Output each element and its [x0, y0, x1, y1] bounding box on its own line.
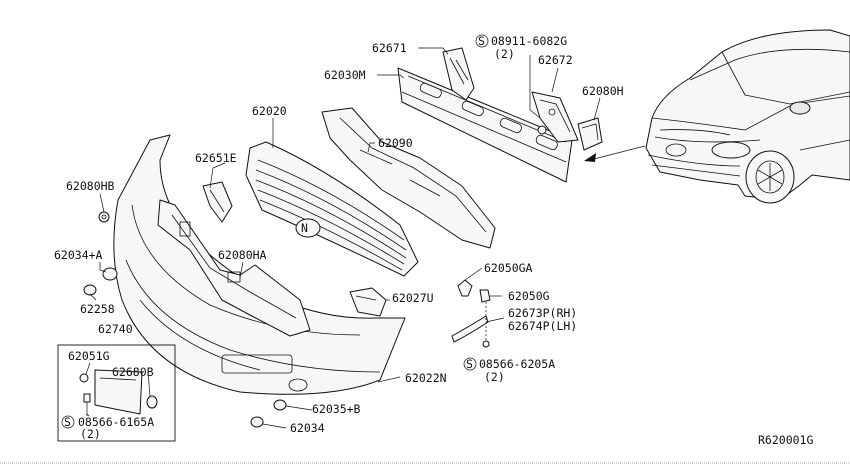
label-62030m: 62030M — [324, 68, 366, 82]
label-62035b: 62035+B — [312, 402, 361, 416]
label-62080h: 62080H — [582, 84, 624, 98]
screw-symbols: S S S — [61, 34, 489, 429]
label-62034: 62034 — [290, 421, 325, 435]
label-08566-6205a: 08566-6205A — [479, 357, 555, 371]
label-62022n: 62022N — [405, 371, 447, 385]
label-62090: 62090 — [378, 136, 413, 150]
label-08566-6165a-qty: (2) — [80, 427, 101, 441]
svg-text:S: S — [478, 34, 485, 48]
grille-62020: N — [245, 141, 419, 277]
label-62020: 62020 — [252, 104, 287, 118]
part-labels: 62671 08911-6082G (2) 62672 62030M 62080… — [54, 34, 813, 447]
bracket-62651e — [202, 181, 233, 223]
label-62680b: 62680B — [112, 365, 154, 379]
label-62674p: 62674P(LH) — [508, 319, 577, 333]
label-62050ga: 62050GA — [484, 261, 533, 275]
vehicle-illustration — [645, 29, 850, 204]
label-08566-6205a-qty: (2) — [484, 370, 505, 384]
svg-text:N: N — [301, 221, 308, 235]
small-fasteners — [83, 211, 491, 428]
label-62651e: 62651E — [195, 151, 237, 165]
label-62080hb: 62080HB — [66, 179, 115, 193]
bracket-62080h — [577, 117, 603, 151]
energy-absorber-62090 — [321, 107, 496, 249]
label-62671: 62671 — [372, 41, 407, 55]
label-62672: 62672 — [538, 53, 573, 67]
label-62027u: 62027U — [392, 291, 434, 305]
figure-code: R620001G — [758, 433, 813, 447]
license-bracket-box-62740 — [57, 344, 176, 442]
label-08911-6082g: 08911-6082G — [491, 34, 567, 48]
label-08566-6165a: 08566-6165A — [78, 415, 154, 429]
label-62034a: 62034+A — [54, 248, 103, 262]
svg-text:S: S — [64, 415, 71, 429]
label-62740: 62740 — [98, 322, 133, 336]
bracket-62672 — [531, 91, 579, 143]
label-62673p: 62673P(RH) — [508, 306, 577, 320]
svg-text:S: S — [466, 357, 473, 371]
label-62050g: 62050G — [508, 289, 550, 303]
leader-lines — [85, 47, 601, 429]
bracket-62671 — [442, 47, 475, 101]
label-62051g: 62051G — [68, 349, 110, 363]
label-08911-qty: (2) — [494, 47, 515, 61]
bumper-fascia-62022n — [113, 134, 406, 395]
bracket-62080ha — [157, 199, 311, 337]
location-arrow — [584, 145, 646, 162]
label-62258: 62258 — [80, 302, 115, 316]
bracket-62027u — [349, 287, 387, 317]
label-62080ha: 62080HA — [218, 248, 267, 262]
